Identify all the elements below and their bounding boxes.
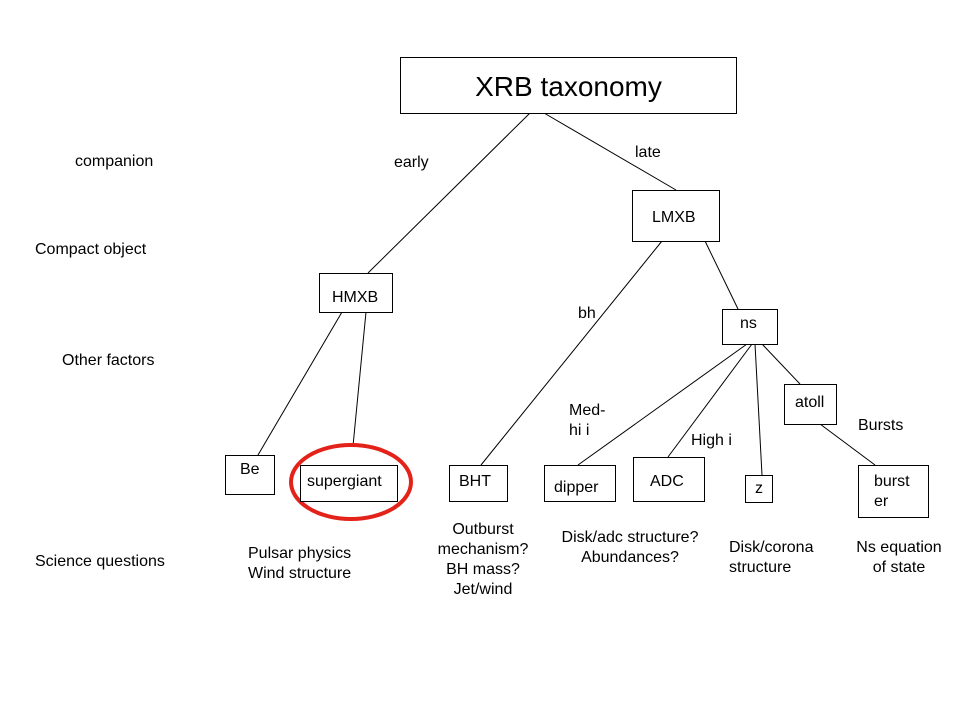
question-bht: Outburst mechanism? BH mass? Jet/wind [437,521,529,598]
node-atoll-label: atoll [795,394,825,411]
node-dipper: dipper [544,465,616,502]
question-z: Disk/corona structure [729,539,814,576]
node-burster: burst er [858,465,929,518]
node-ns-label: ns [740,315,757,332]
node-hmxb: HMXB [319,273,393,313]
edge-label-late: late [635,144,661,161]
node-z-label: z [755,480,763,497]
row-label-science-questions: Science questions [35,553,165,570]
edge-lmxb-ns [704,240,739,310]
question-pulsar-wind: Pulsar physics Wind structure [248,545,352,582]
node-hmxb-label: HMXB [332,289,379,306]
edge-ns-dipper [577,343,748,466]
edge-ns-adc [667,343,753,458]
edge-label-bursts: Bursts [858,417,904,434]
node-bht: BHT [449,465,508,502]
node-supergiant: supergiant [300,465,398,502]
node-adc-label: ADC [650,473,684,490]
edge-lmxb-bht [480,240,663,466]
node-burster-label: burst er [874,473,910,510]
row-label-companion: companion [75,153,154,170]
node-adc: ADC [633,457,705,502]
node-lmxb: LMXB [632,190,720,242]
edge-root-lmxb [543,112,677,191]
edge-label-med-hi-i: Med- hi i [569,402,606,439]
question-burster: Ns equation of state [856,539,942,576]
edge-label-bh: bh [578,305,596,322]
root-node: XRB taxonomy [400,57,737,114]
edge-atoll-burster [819,423,876,466]
supergiant-highlight-ellipse [289,443,413,521]
row-label-compact-object: Compact object [35,241,147,258]
edge-label-early: early [394,154,429,171]
row-label-other-factors: Other factors [62,352,155,369]
node-bht-label: BHT [459,473,491,490]
edge-root-hmxb [367,112,531,274]
question-dipper-adc: Disk/adc structure? Abundances? [561,529,699,566]
node-z: z [745,475,773,503]
edge-ns-z [754,343,763,476]
diagram-title: XRB taxonomy [475,71,662,102]
edge-label-high-i: High i [691,432,732,449]
node-atoll: atoll [784,384,837,425]
node-be-label: Be [240,461,260,478]
node-ns: ns [722,309,778,345]
edge-ns-atoll [761,343,801,385]
node-lmxb-label: LMXB [652,209,696,226]
edge-hmxb-supergiant [352,311,367,447]
node-supergiant-label: supergiant [307,473,382,490]
edge-hmxb-be [257,311,343,456]
node-dipper-label: dipper [554,479,599,496]
node-be: Be [225,455,275,495]
